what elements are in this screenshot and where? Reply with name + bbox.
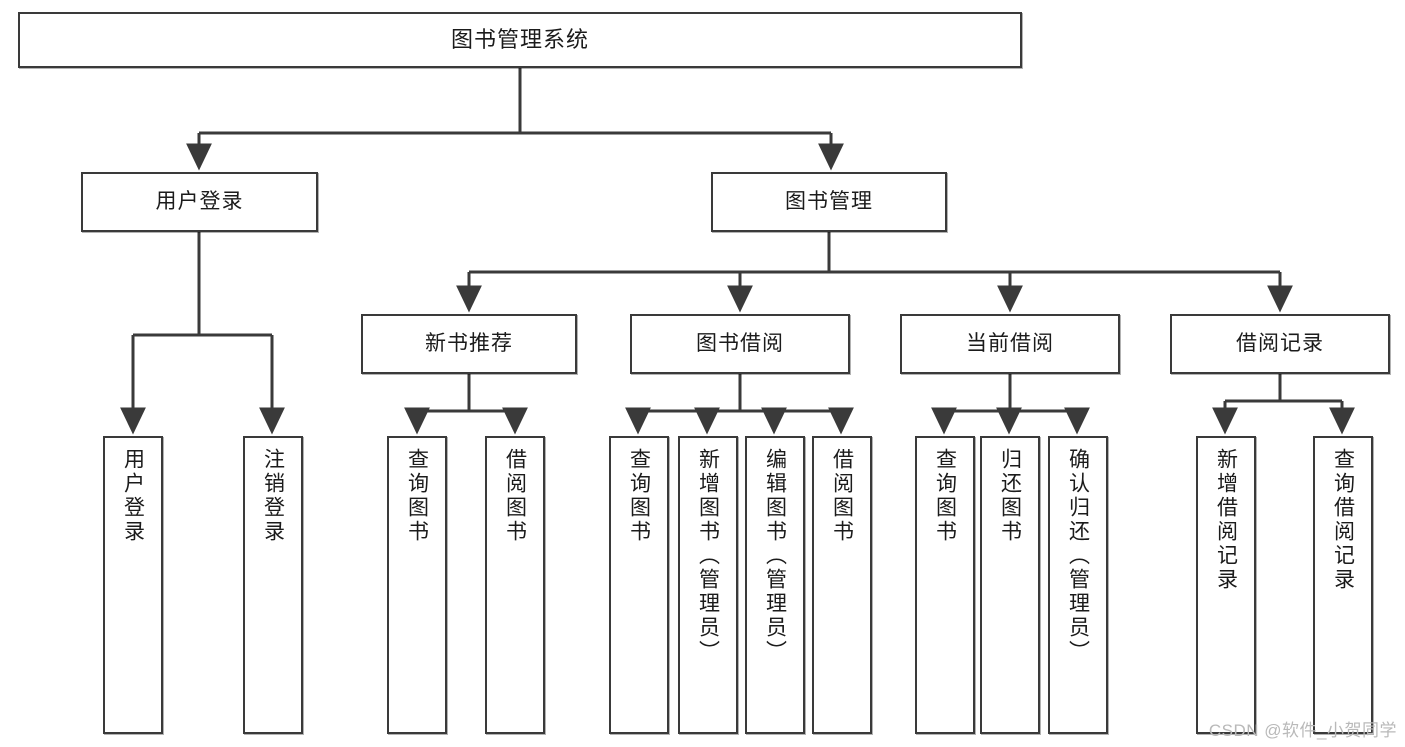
node-leaf-edit-book-label: 编辑图书（管理员）: [763, 448, 787, 664]
node-leaf-logout[interactable]: 注销登录: [243, 436, 303, 734]
node-book-manage-label: 图书管理: [785, 189, 873, 213]
node-borrow-record[interactable]: 借阅记录: [1170, 314, 1390, 374]
node-book-borrow[interactable]: 图书借阅: [630, 314, 850, 374]
node-leaf-query-book-1-label: 查询图书: [405, 448, 429, 544]
node-leaf-query-book-2-label: 查询图书: [627, 448, 651, 544]
node-book-manage[interactable]: 图书管理: [711, 172, 947, 232]
node-leaf-add-record[interactable]: 新增借阅记录: [1196, 436, 1256, 734]
node-root-label: 图书管理系统: [450, 27, 589, 53]
node-user-login-label: 用户登录: [155, 189, 244, 213]
watermark-text: CSDN @软件_小贺同学: [1208, 721, 1397, 740]
node-borrow-record-label: 借阅记录: [1236, 331, 1324, 355]
node-leaf-return-book[interactable]: 归还图书: [980, 436, 1040, 734]
node-root[interactable]: 图书管理系统: [18, 12, 1022, 68]
node-book-borrow-label: 图书借阅: [696, 331, 784, 355]
node-leaf-borrow-book-2-label: 借阅图书: [830, 448, 854, 544]
node-leaf-query-record-label: 查询借阅记录: [1331, 448, 1355, 592]
node-leaf-logout-label: 注销登录: [261, 448, 285, 544]
node-leaf-query-record[interactable]: 查询借阅记录: [1313, 436, 1373, 734]
node-leaf-user-login-label: 用户登录: [121, 448, 145, 544]
node-leaf-return-book-label: 归还图书: [998, 448, 1022, 544]
node-leaf-add-book-label: 新增图书（管理员）: [696, 448, 720, 664]
node-current-borrow-label: 当前借阅: [966, 331, 1054, 355]
node-user-login[interactable]: 用户登录: [81, 172, 318, 232]
node-leaf-query-book-1[interactable]: 查询图书: [387, 436, 447, 734]
node-leaf-query-book-3-label: 查询图书: [933, 448, 957, 544]
node-leaf-query-book-3[interactable]: 查询图书: [915, 436, 975, 734]
node-new-book-rec-label: 新书推荐: [425, 331, 513, 355]
node-leaf-query-book-2[interactable]: 查询图书: [609, 436, 669, 734]
node-leaf-add-record-label: 新增借阅记录: [1214, 448, 1238, 592]
node-leaf-add-book[interactable]: 新增图书（管理员）: [678, 436, 738, 734]
node-leaf-borrow-book-2[interactable]: 借阅图书: [812, 436, 872, 734]
node-leaf-confirm-return[interactable]: 确认归还（管理员）: [1048, 436, 1108, 734]
node-new-book-rec[interactable]: 新书推荐: [361, 314, 577, 374]
node-leaf-edit-book[interactable]: 编辑图书（管理员）: [745, 436, 805, 734]
node-leaf-borrow-book-1[interactable]: 借阅图书: [485, 436, 545, 734]
node-leaf-user-login[interactable]: 用户登录: [103, 436, 163, 734]
node-leaf-borrow-book-1-label: 借阅图书: [503, 448, 527, 544]
node-current-borrow[interactable]: 当前借阅: [900, 314, 1120, 374]
node-leaf-confirm-return-label: 确认归还（管理员）: [1066, 448, 1090, 664]
